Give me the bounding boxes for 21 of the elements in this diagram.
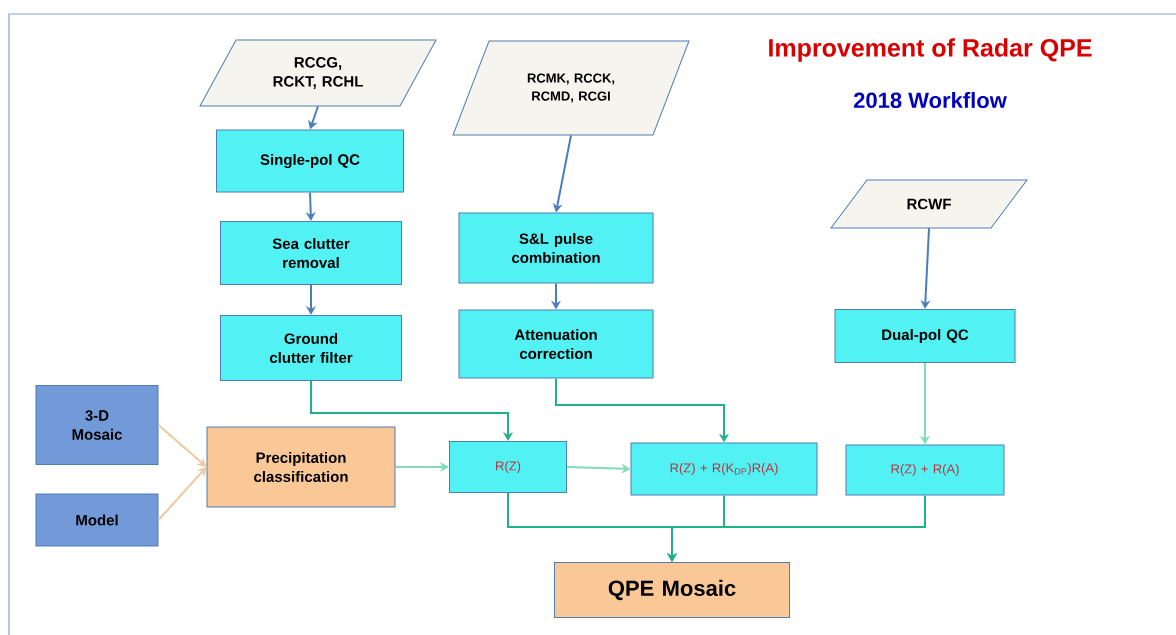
arrow <box>157 467 207 521</box>
process-box: R(Z) <box>449 441 567 493</box>
title: Improvement of Radar QPE <box>769 38 1092 62</box>
process-box: S&L pulse combination <box>458 212 654 284</box>
process-box: R(Z) + R(A) <box>845 444 1005 496</box>
arrow <box>157 424 207 467</box>
process-box: Dual-pol QC <box>834 309 1016 363</box>
process-box: R(Z) + R(K$_{DP}$)R(A) <box>630 442 818 496</box>
process-box: Attenuation correction <box>458 309 654 379</box>
output-box: Precipitation classification <box>206 426 396 508</box>
input-parallelogram: RCWF <box>830 179 1028 229</box>
source-box: Model <box>35 493 159 547</box>
arrow <box>310 380 514 441</box>
subtitle: 2018 Workflow <box>853 91 1007 109</box>
process-box: Single-pol QC <box>216 129 404 193</box>
process-box: Sea clutter removal <box>220 221 402 285</box>
input-parallelogram: RCMK, RCCK, RCMD, RCGI <box>452 40 690 136</box>
process-box: Ground clutter filter <box>220 315 402 381</box>
output-box: QPE Mosaic <box>554 562 790 618</box>
input-parallelogram: RCCG, RCKT, RCHL <box>199 39 437 107</box>
source-box: 3-D Mosaic <box>35 385 159 465</box>
